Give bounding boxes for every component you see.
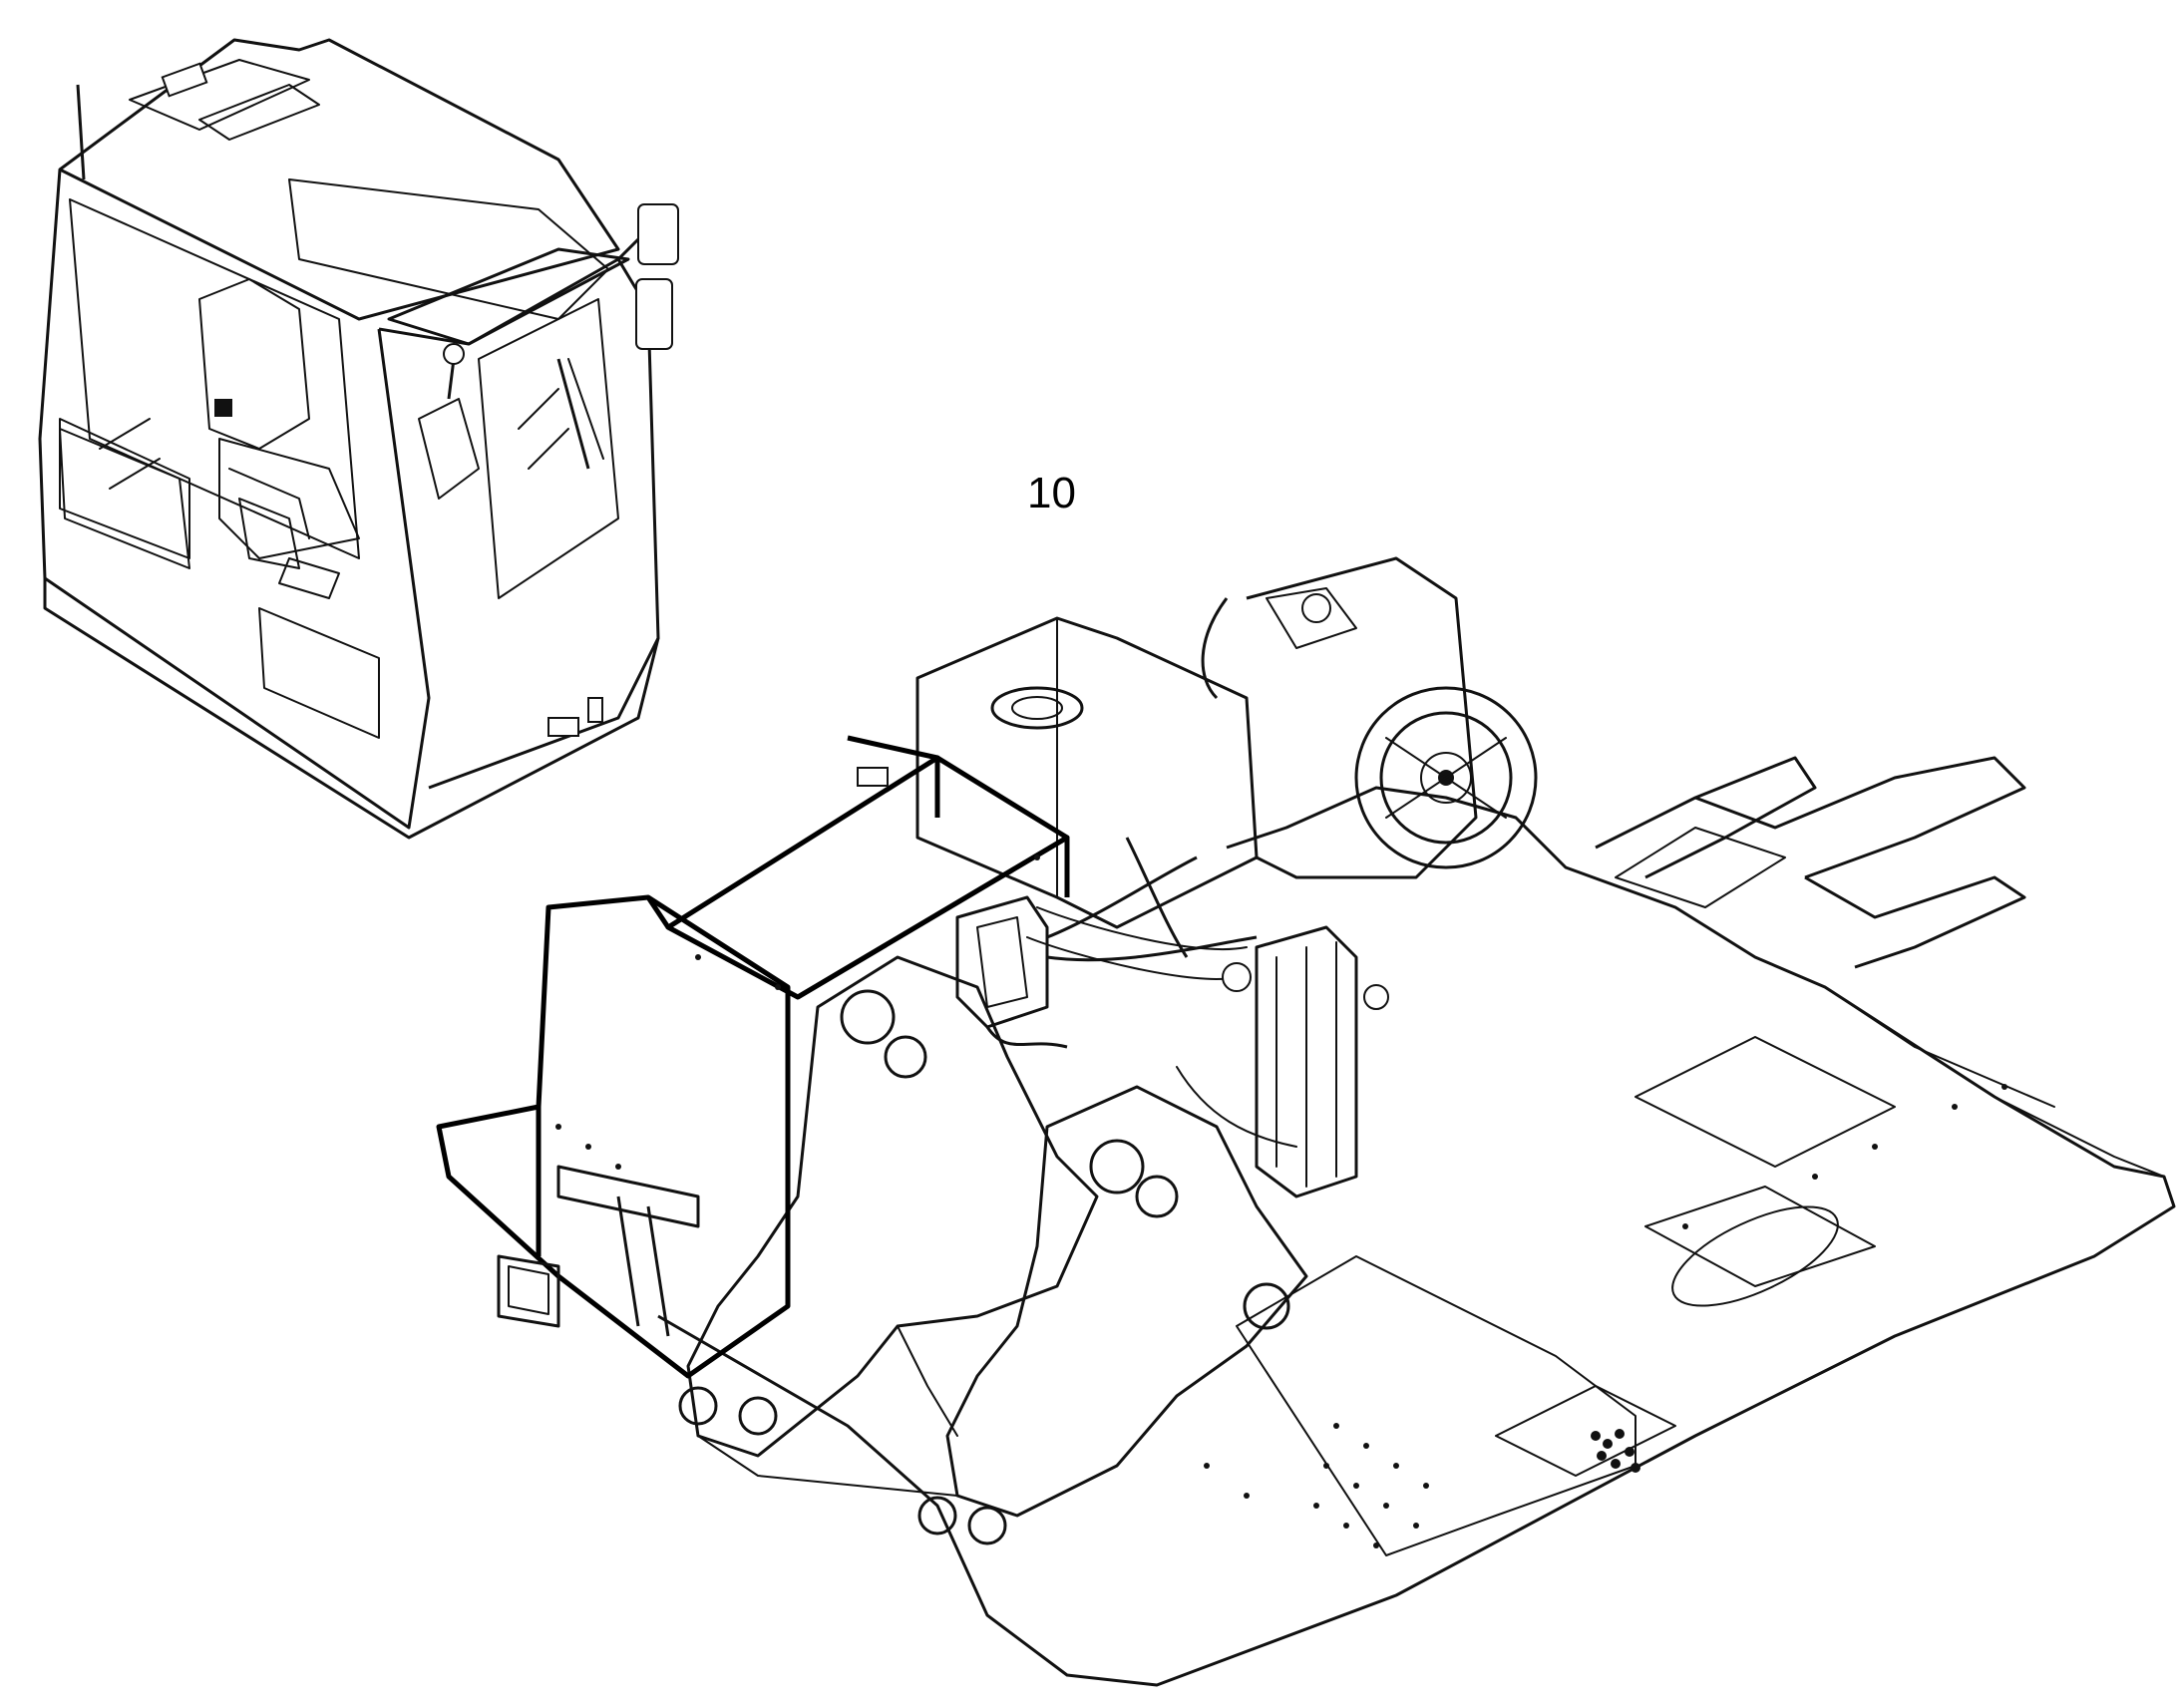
upper-frame [657, 756, 2176, 1687]
callout-label-10: 10 [1027, 469, 1076, 517]
operator-cab [38, 38, 679, 840]
bolt-cluster [1591, 1429, 1640, 1473]
mounting-holes [1204, 1084, 2007, 1548]
tank-assembly [436, 735, 1258, 1379]
engine-pump-assembly [915, 556, 1538, 1198]
